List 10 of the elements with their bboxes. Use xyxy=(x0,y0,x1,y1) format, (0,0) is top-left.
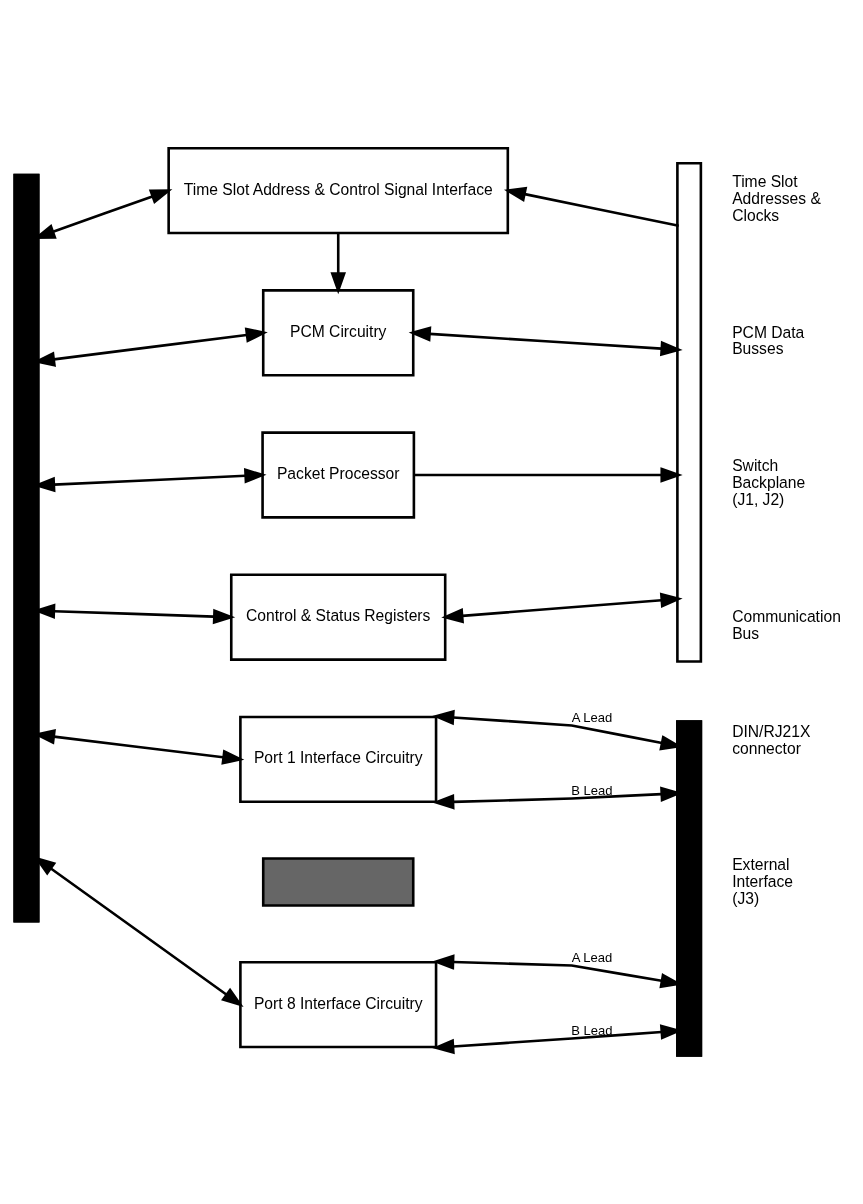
node-label: DIN/RJ21X connector xyxy=(732,722,811,757)
edge-label: B Lead xyxy=(571,782,613,798)
node-label: Communication Bus xyxy=(732,607,841,642)
node-label: Time Slot Addresses & Clocks xyxy=(732,172,821,224)
edge-label: B Lead xyxy=(571,1022,613,1038)
node-label: Switch Backplane (J1, J2) xyxy=(732,456,806,508)
edge-label: A Lead xyxy=(571,949,613,965)
edge-label: A Lead xyxy=(571,709,613,725)
node-label: PCM Data Busses xyxy=(732,323,805,357)
node-label: External Interface (J3) xyxy=(732,855,794,907)
